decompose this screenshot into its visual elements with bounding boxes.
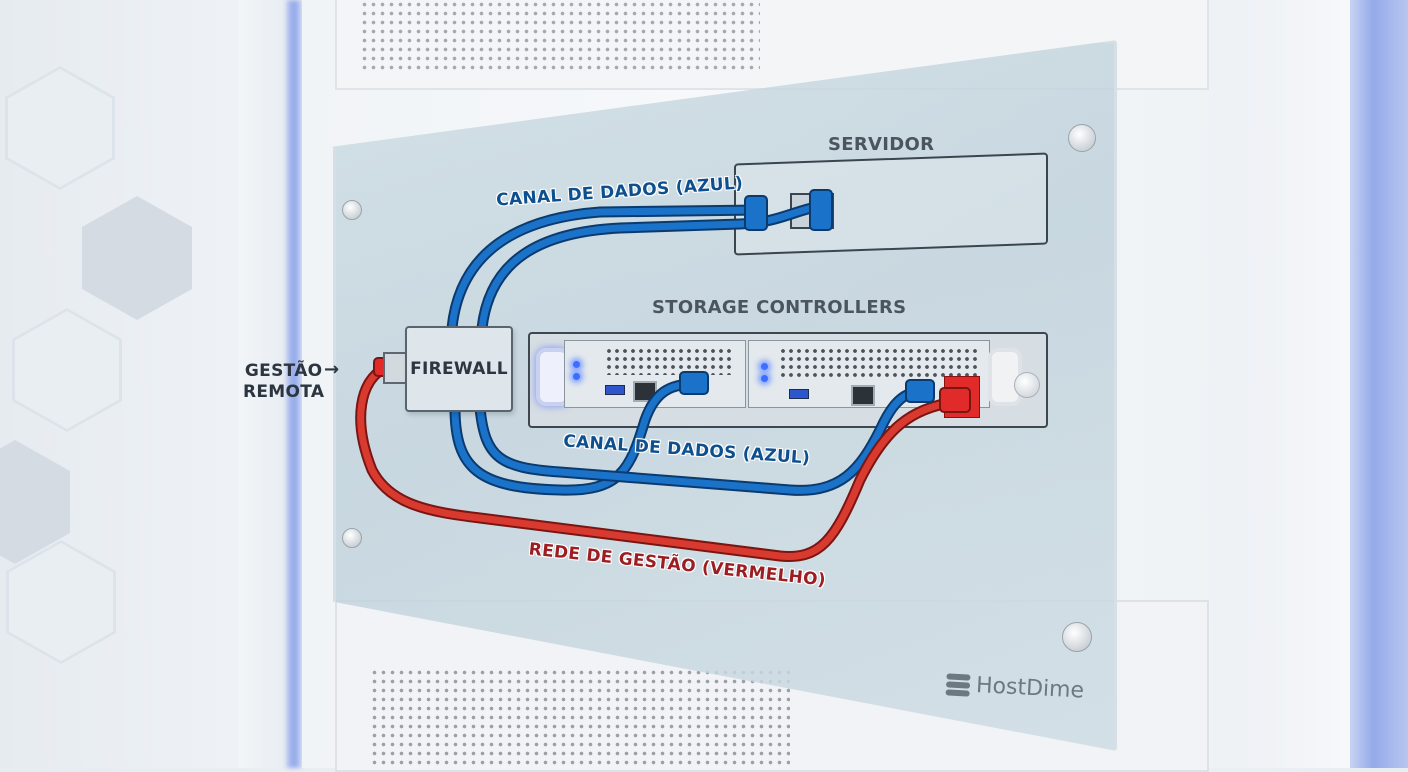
status-led <box>573 373 580 380</box>
led-light-strip <box>286 0 302 768</box>
storage-controllers-node <box>528 332 1048 428</box>
firewall-node: FIREWALL <box>405 326 513 412</box>
controller-a <box>564 340 746 408</box>
status-led <box>761 363 768 370</box>
hexagon-decoration <box>5 66 115 190</box>
hexagon-decoration <box>12 308 122 432</box>
firewall-label: FIREWALL <box>410 358 508 379</box>
usb-port <box>605 385 625 395</box>
screw-icon <box>342 528 362 548</box>
rack-side-frame <box>1240 0 1350 768</box>
hexagon-decoration <box>6 540 116 664</box>
thumbscrew <box>1014 372 1040 398</box>
screw-icon <box>1062 622 1092 652</box>
vent-perforation <box>360 0 760 72</box>
status-led <box>761 375 768 382</box>
rack-pillar <box>238 0 288 768</box>
usb-port <box>789 389 809 399</box>
controller-vent <box>605 347 735 375</box>
server-node <box>734 152 1048 256</box>
remote-management-line2: REMOTA <box>243 382 325 402</box>
management-port <box>944 376 980 418</box>
screw-icon <box>342 200 362 220</box>
storage-label: STORAGE CONTROLLERS <box>652 297 907 318</box>
server-port <box>790 193 834 229</box>
arrow-right-icon: → <box>324 359 340 380</box>
controller-vent <box>779 347 979 377</box>
stacked-server-icon <box>945 672 971 697</box>
status-led <box>573 361 580 368</box>
background-wall <box>0 0 240 768</box>
ethernet-port <box>851 385 875 406</box>
led-light-strip <box>1350 0 1408 768</box>
hexagon-decoration <box>82 196 192 320</box>
vent-perforation <box>370 668 790 768</box>
ethernet-port <box>633 381 657 402</box>
screw-icon <box>1068 124 1096 152</box>
server-label: SERVIDOR <box>828 134 935 155</box>
remote-management-label: GESTÃO REMOTA <box>243 361 324 403</box>
remote-management-line1: GESTÃO <box>244 361 323 381</box>
